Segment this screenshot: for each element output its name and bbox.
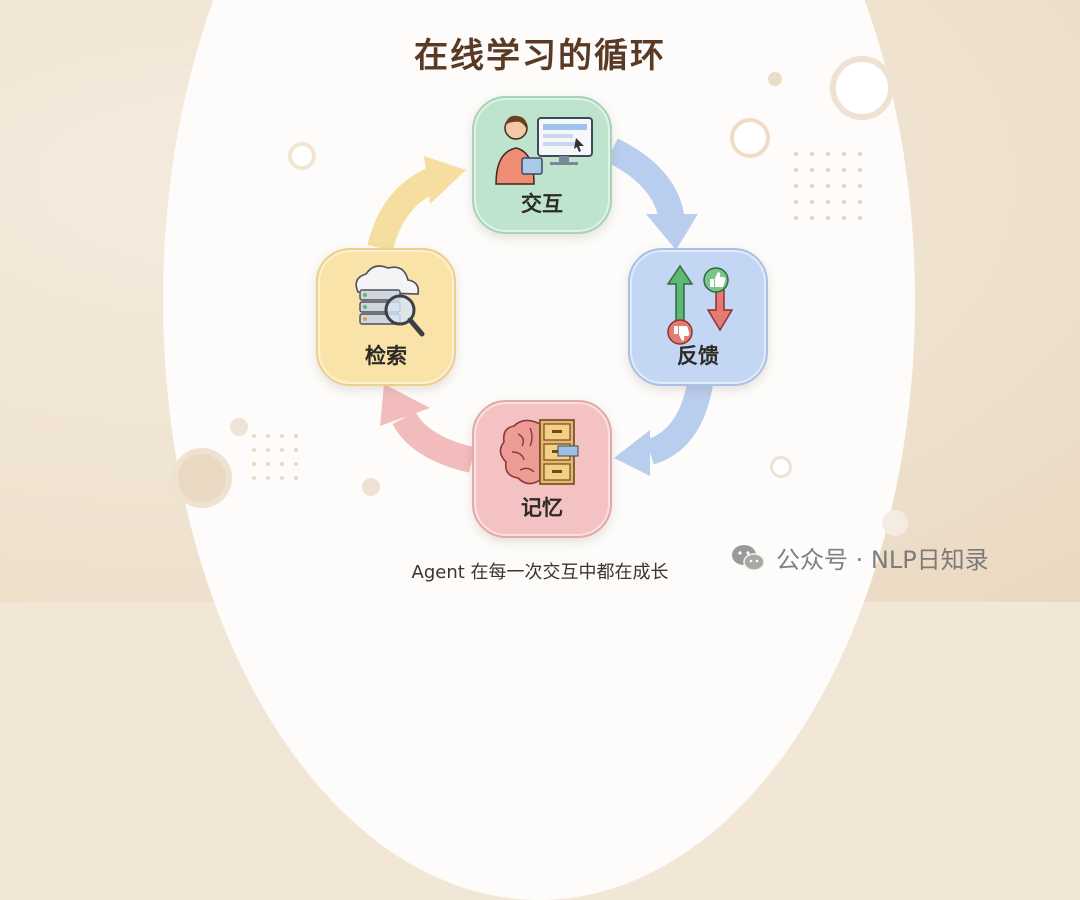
- decor-dot: [230, 418, 248, 436]
- decor-dot: [882, 510, 908, 536]
- arrow-retrieve-to-interact: [367, 156, 466, 252]
- decor-ring: [730, 118, 770, 158]
- brain-cabinet-icon: [499, 419, 579, 485]
- node-label-feedback: 反馈: [677, 344, 719, 368]
- node-retrieve: 检索: [316, 248, 456, 386]
- decor-ring: [172, 448, 232, 508]
- decor-dot: [768, 72, 782, 86]
- decor-dot: [362, 478, 380, 496]
- node-feedback: 反馈: [628, 248, 768, 386]
- diagram-title: 在线学习的循环: [414, 36, 666, 76]
- decor-dot-grid: [793, 151, 863, 221]
- wechat-icon: [732, 544, 765, 571]
- decor-ring: [288, 142, 316, 170]
- arrow-interact-to-feedback: [605, 138, 698, 250]
- node-label-interact: 交互: [521, 192, 563, 216]
- decor-dot-grid: [252, 434, 298, 480]
- feedback-arrows-icon: [666, 264, 734, 345]
- person-computer-icon: [495, 115, 593, 185]
- node-label-memory: 记忆: [521, 496, 563, 520]
- watermark-text: 公众号 · NLP日知录: [776, 546, 989, 574]
- decor-ring: [770, 456, 792, 478]
- decor-ring: [830, 56, 894, 120]
- node-memory: 记忆: [472, 400, 612, 538]
- node-interact: 交互: [472, 96, 612, 234]
- arrow-feedback-to-memory: [614, 381, 713, 476]
- cycle-arrows: [367, 138, 713, 476]
- node-label-retrieve: 检索: [365, 344, 407, 368]
- cloud-search-icon: [355, 265, 425, 337]
- arrow-memory-to-retrieve: [380, 384, 476, 473]
- watermark: 公众号 · NLP日知录: [730, 540, 989, 575]
- caption: Agent 在每一次交互中都在成长: [411, 562, 669, 583]
